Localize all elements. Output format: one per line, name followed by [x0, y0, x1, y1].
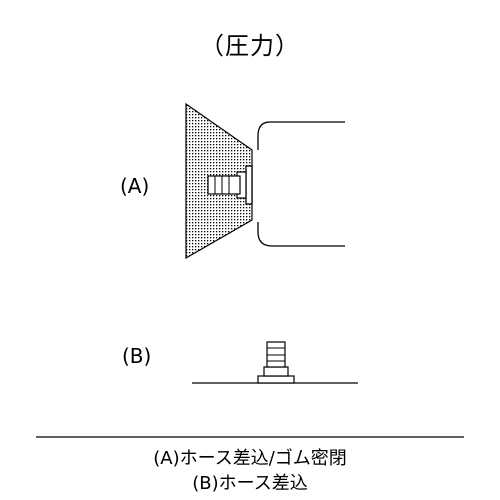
hose-fitting-a: [207, 165, 253, 205]
caption-line-1: (A)ホース差込/ゴム密閉: [153, 448, 347, 469]
diagram-title: （圧力）: [200, 32, 300, 60]
label-b: (B): [122, 344, 152, 368]
label-a: (A): [120, 174, 150, 198]
vessel-body-a: [257, 121, 345, 247]
hose-fitting-b: [257, 341, 295, 384]
caption-line-2: (B)ホース差込: [192, 473, 308, 494]
